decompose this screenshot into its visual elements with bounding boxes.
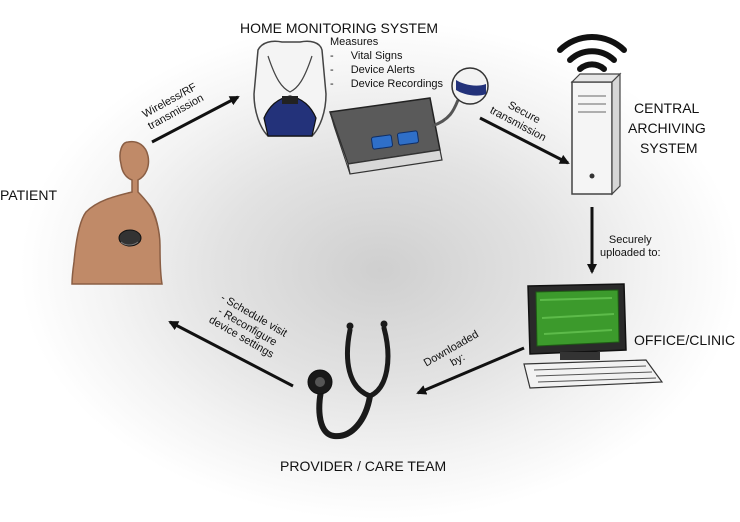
bullet: - [330,78,334,90]
central-archiving-title-3: SYSTEM [640,140,698,156]
measure-label: Device Alerts [350,64,415,76]
patient-figure [71,140,163,285]
home-monitoring-title: HOME MONITORING SYSTEM [240,20,439,36]
measure-label: Device Recordings [350,78,444,90]
central-archiving-title-2: ARCHIVING [628,120,706,136]
arrow-patient-to-home [151,95,240,144]
stethoscope-icon [307,320,391,440]
implanted-device-icon [118,229,142,247]
arrow-home-to-archive [479,116,570,165]
arrow-provider-to-patient [168,320,294,388]
computer-icon [523,283,664,389]
arrow-office-to-provider [416,346,525,395]
edge-label-archive-to-office: Securely uploaded to: [600,234,661,259]
central-archiving-title-1: CENTRAL [634,100,700,116]
bullet: - [330,50,334,62]
wifi-icon [557,34,627,72]
office-clinic-title: OFFICE/CLINIC [634,332,736,348]
wearable-monitor-icon [253,40,327,137]
measure-item: - Device Alerts [330,64,415,77]
server-icon [570,72,622,196]
provider-title: PROVIDER / CARE TEAM [280,458,447,474]
bullet: - [330,64,334,76]
measure-item: - Device Recordings [330,78,443,91]
measure-item: - Vital Signs [330,50,403,63]
measures-label: Measures [330,36,379,48]
base-station-icon [328,67,489,175]
patient-title: PATIENT [0,187,58,203]
measure-label: Vital Signs [350,50,403,62]
